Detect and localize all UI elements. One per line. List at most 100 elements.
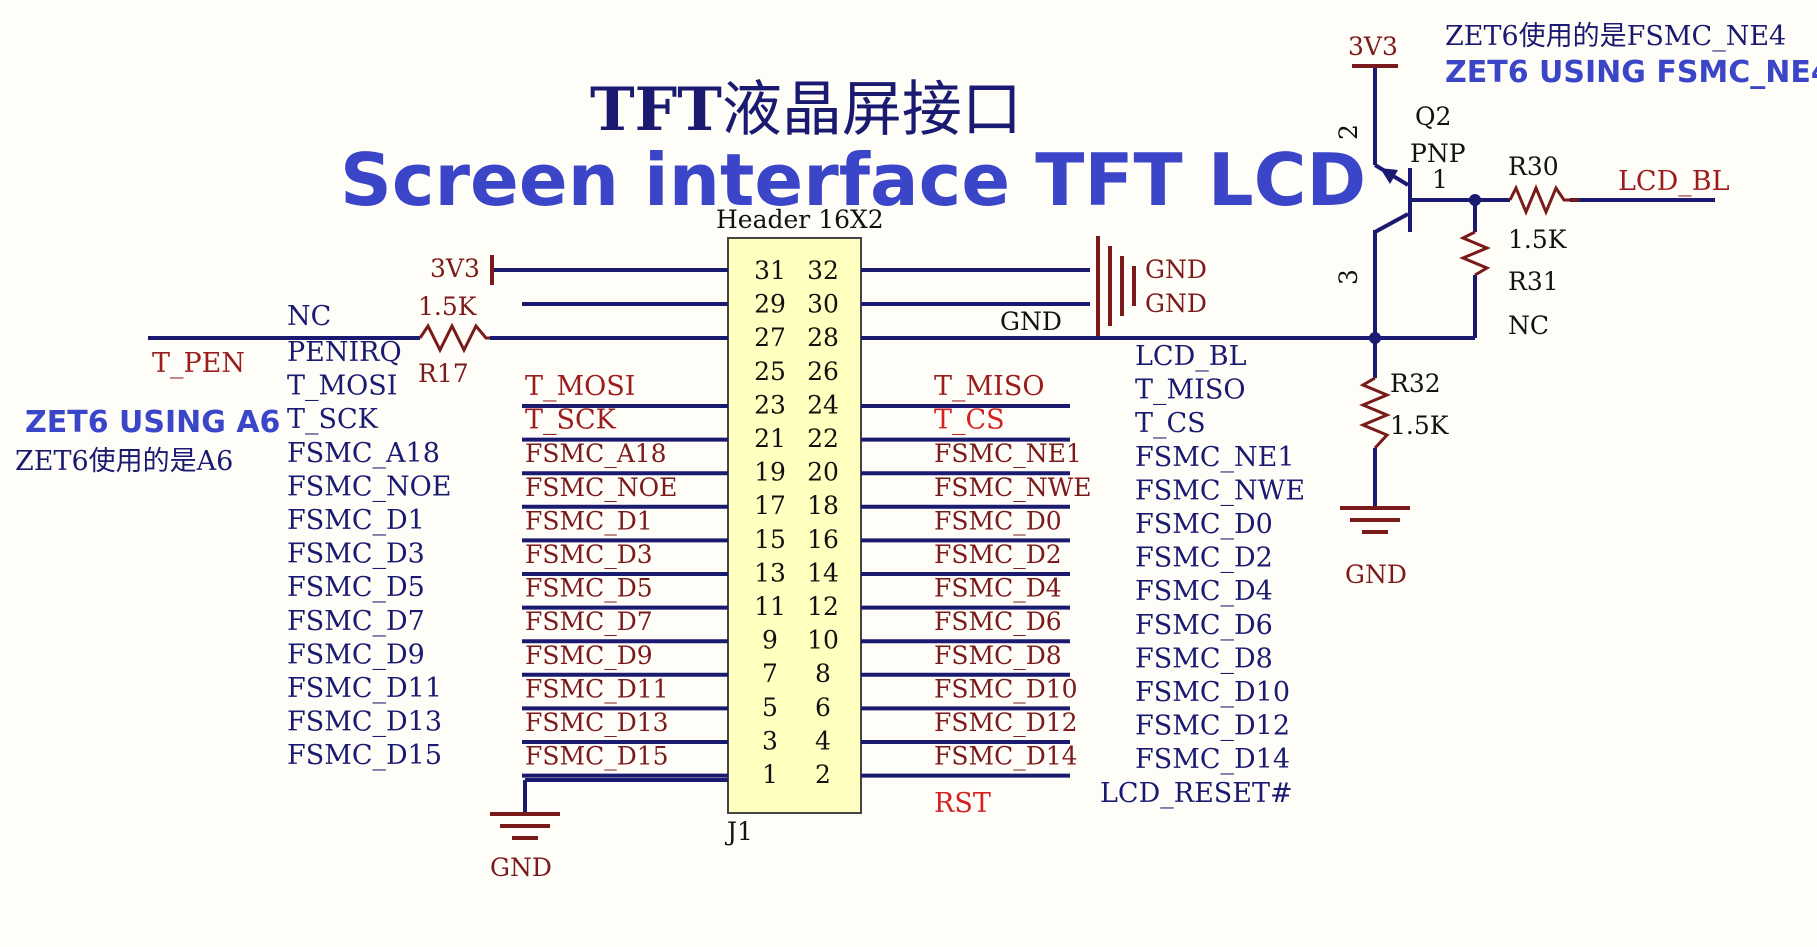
pin-number: 25 (754, 357, 786, 386)
right-net-label: FSMC_D8 (934, 641, 1062, 670)
pin-number: 30 (807, 290, 839, 319)
left-outer-label: FSMC_D1 (287, 505, 425, 536)
gnd-stack-symbol (1096, 236, 1136, 336)
left-outer-label: FSMC_D11 (287, 673, 442, 704)
left-outer-label: FSMC_NOE (287, 471, 452, 502)
left-outer-labels: NCPENIRQT_MOSIT_SCKFSMC_A18FSMC_NOEFSMC_… (287, 301, 452, 771)
gnd-label-pin32: GND (1145, 255, 1207, 284)
header-label: Header 16X2 (716, 205, 884, 234)
left-net-label: FSMC_D9 (525, 641, 653, 670)
gnd-label-right: GND (1345, 560, 1407, 589)
left-net-label: FSMC_D7 (525, 607, 653, 636)
right-outer-label: FSMC_D10 (1135, 677, 1290, 708)
right-net-label: FSMC_D2 (934, 540, 1062, 569)
title-cjk: 液晶屏接口 (722, 75, 1022, 145)
pin-number: 1 (762, 760, 778, 789)
left-net-label: FSMC_D3 (525, 540, 653, 569)
pin-number: 8 (815, 659, 831, 688)
pin-number: 19 (754, 458, 786, 487)
right-net-label: FSMC_D4 (934, 574, 1062, 603)
pin-number: 11 (754, 592, 786, 621)
left-outer-label: FSMC_D7 (287, 606, 425, 637)
pin-number: 9 (762, 626, 778, 655)
header-designator: J1 (724, 817, 753, 846)
r32-resistor (1359, 376, 1391, 450)
right-net-label: T_CS (934, 405, 1005, 436)
right-net-label: FSMC_D0 (934, 506, 1062, 535)
left-net-label: FSMC_D13 (525, 708, 669, 737)
pin-number: 16 (807, 525, 839, 554)
right-net-label: T_MISO (934, 371, 1044, 402)
pin-number: 14 (807, 558, 839, 587)
pin-number: 2 (815, 760, 831, 789)
gnd-label-bottom-left: GND (490, 853, 552, 882)
right-outer-labels: LCD_BLT_MISOT_CSFSMC_NE1FSMC_NWEFSMC_D0F… (1100, 341, 1305, 809)
pin-number: 20 (807, 458, 839, 487)
r17-resistor (418, 322, 490, 354)
q2-pin3: 3 (1334, 269, 1363, 285)
pin-number: 10 (807, 626, 839, 655)
right-outer-label: FSMC_D12 (1135, 711, 1290, 742)
q2-ref: Q2 (1415, 102, 1451, 131)
right-net-labels: T_MISOT_CSFSMC_NE1FSMC_NWEFSMC_D0FSMC_D2… (861, 371, 1092, 819)
left-net-label: FSMC_D15 (525, 742, 669, 771)
v3v3-label-left: 3V3 (430, 254, 480, 283)
r31-value: NC (1508, 311, 1549, 340)
pin-number: 26 (807, 357, 839, 386)
right-outer-label: LCD_RESET# (1100, 778, 1293, 809)
pin-number: 13 (754, 558, 786, 587)
pin-number: 3 (762, 726, 778, 755)
q2-pin1: 1 (1432, 165, 1448, 194)
node-r32 (1369, 332, 1381, 344)
pin-number: 32 (807, 256, 839, 285)
pin-number: 17 (754, 491, 786, 520)
note-left-cn: ZET6使用的是A6 (15, 446, 233, 477)
right-net-label: FSMC_D6 (934, 607, 1062, 636)
right-net-label: FSMC_D10 (934, 674, 1078, 703)
left-net-label: FSMC_D1 (525, 506, 653, 535)
pin-number: 28 (807, 323, 839, 352)
r32-ref: R32 (1390, 369, 1441, 398)
note-left-en: ZET6 USING A6 (25, 405, 280, 440)
right-outer-label: FSMC_D6 (1135, 610, 1273, 641)
left-net-labels: T_MOSIT_SCKFSMC_A18FSMC_NOEFSMC_D1FSMC_D… (522, 371, 728, 778)
pin-number: 6 (815, 693, 831, 722)
left-outer-label: FSMC_D5 (287, 572, 425, 603)
r30-ref: R30 (1508, 152, 1559, 181)
right-outer-label: FSMC_D0 (1135, 509, 1273, 540)
note-right-en: ZET6 USING FSMC_NE4 (1445, 55, 1817, 90)
right-outer-label: FSMC_NWE (1135, 475, 1305, 506)
pin-number: 21 (754, 424, 786, 453)
title-english: Screen interface TFT LCD (340, 138, 1366, 222)
right-net-label: FSMC_D12 (934, 708, 1078, 737)
gnd-label-pin30: GND (1145, 289, 1207, 318)
pin-number: 22 (807, 424, 839, 453)
right-net-label: FSMC_NWE (934, 473, 1092, 502)
q2-type: PNP (1410, 139, 1466, 168)
note-right-cn: ZET6使用的是FSMC_NE4 (1445, 21, 1786, 52)
right-outer-label: FSMC_D8 (1135, 643, 1273, 674)
pin-number: 15 (754, 525, 786, 554)
pin-number: 4 (815, 726, 831, 755)
pin-number: 27 (754, 323, 786, 352)
left-outer-label: FSMC_D13 (287, 707, 442, 738)
r30-resistor (1508, 184, 1580, 216)
left-net-label: T_SCK (525, 405, 617, 436)
left-outer-label: FSMC_D3 (287, 539, 425, 570)
left-net-label: FSMC_D5 (525, 574, 653, 603)
lcd-bl-label-top: LCD_BL (1618, 166, 1730, 197)
r31-resistor (1459, 230, 1491, 277)
v3v3-label-right: 3V3 (1348, 32, 1398, 61)
pin-number: 18 (807, 491, 839, 520)
pin-number: 24 (807, 390, 839, 419)
r30-value: 1.5K (1508, 225, 1568, 254)
header-pins-right: 32 30 28 26 24 22 20 18 16 14 12 10 8 6 4 2 (807, 256, 839, 789)
pin-number: 12 (807, 592, 839, 621)
gnd-symbol-left (490, 812, 560, 840)
right-outer-label: T_MISO (1135, 375, 1245, 406)
right-outer-label: FSMC_D2 (1135, 543, 1273, 574)
title-latin: TFT (590, 75, 722, 145)
left-outer-label: FSMC_D9 (287, 639, 425, 670)
pin-number: 31 (754, 256, 786, 285)
